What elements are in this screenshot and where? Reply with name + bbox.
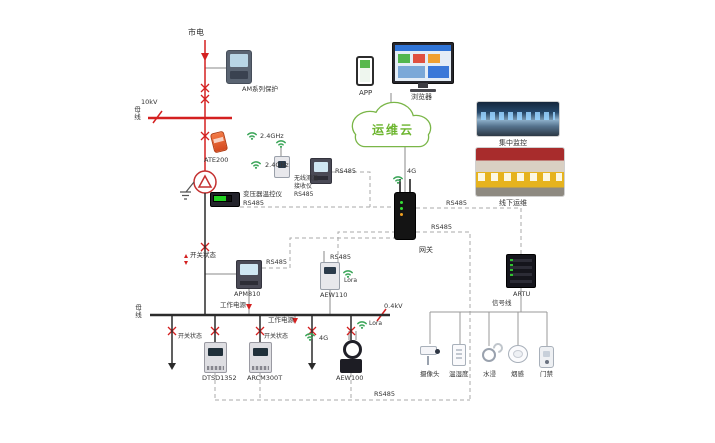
arcm300t-label: ARCM300T [247,374,283,382]
switch-state-label-b2: 开关状态 [264,333,289,340]
central-monitoring-photo [477,102,559,136]
power-meter-device [310,158,332,184]
signal-line-label: 信号线 [492,299,512,307]
power-tap-arrow-icons [184,254,298,324]
meter-rs485-label: RS485 [335,167,357,175]
smoke-detector-device [508,345,528,363]
gateway-4g-label: 4G [407,167,417,175]
cloud-label: 运维云 [371,123,414,137]
hv-voltage-label: 10kV [141,98,158,106]
app-label: APP [359,89,373,97]
feed-arrow-icon [201,53,209,61]
dtsd1352-label: DTSD1352 [202,374,237,382]
water-leak-sensor-device [482,348,496,362]
bottom-rs485-label: RS485 [374,390,396,398]
camera-label: 摄像头 [420,370,440,378]
aew110-rs485-label: RS485 [330,253,352,261]
wireless-temp-receiver-device [274,156,290,178]
artu-label: ARTU [513,290,531,298]
freq-label-2: 2.4GHz [265,161,289,169]
lv-voltage-label: 0.4kV [384,302,403,310]
gateway-rs485-lower-label: RS485 [431,223,453,231]
central-monitoring-label: 集中监控 [499,139,527,147]
protection-relay-device [226,50,252,84]
mains-label: 市电 [188,28,204,37]
receiver-rs485-label: RS485 [294,191,314,198]
ate200-label: ATE200 [204,156,229,164]
aew110-label: AEW110 [320,291,348,299]
apm810-label: APM810 [234,290,261,298]
bottom-lora-label: Lora [369,320,383,327]
bottom-4g-label: 4G [319,334,329,342]
lv-power-lines [150,193,390,365]
aew110-wireless-device [320,262,340,290]
offline-ops-label: 线下运维 [499,199,527,207]
browser-monitor-device [392,42,454,88]
wifi-icon [247,132,257,140]
work-power-label-2: 工作电源 [268,316,294,324]
temp-humidity-label: 温湿度 [449,370,469,378]
relay-label: AM系列保护 [242,85,279,93]
offline-ops-photo [476,148,564,196]
monitor-base [410,89,436,92]
switch-state-label-mid: 开关状态 [190,251,216,259]
wifi-icon [276,140,286,148]
receiver-label-2: 接收仪 [294,183,313,190]
work-power-label-1: 工作电源 [220,301,246,309]
aew100-label: AEW100 [336,374,364,382]
app-phone-device [356,56,374,86]
wifi-icon [393,176,403,184]
aew110-lora-label: Lora [344,277,358,284]
apm810-meter-device [236,260,262,289]
wifi-icon [251,161,261,169]
wifi-icon [305,333,315,341]
gateway-rs485-upper-label: RS485 [446,199,468,207]
apm-rs485-label: RS485 [266,258,288,266]
water-leak-label: 水浸 [483,370,496,378]
aew100-ct-meter-device [338,340,364,373]
camera-device [420,346,440,365]
temp-humidity-sensor-device [452,344,466,366]
cloud-icon [351,101,432,148]
ground-symbol [180,181,195,200]
wifi-icon [357,321,367,329]
switch-state-label-b1: 开关状态 [178,333,203,340]
temp-controller-label: 变压器温控仪 [243,190,282,198]
door-access-label: 门禁 [540,370,553,378]
load-arrow-icons [168,363,316,370]
dtsd1352-meter-device [204,342,227,373]
transformer-symbol [193,170,217,194]
gateway-device [394,192,416,240]
smoke-label: 烟感 [511,370,524,378]
hv-busbar-label: 母线 [132,106,141,121]
door-access-device [539,346,554,368]
temp-controller-rs485-label: RS485 [243,199,265,207]
signal-lines [429,288,548,346]
gateway-label: 网关 [419,246,433,254]
receiver-label-1: 无线测温 [294,175,319,182]
transformer-temp-controller-device [210,192,240,207]
freq-label-1: 2.4GHz [260,132,284,140]
browser-label: 浏览器 [411,93,432,101]
artu-terminal-device [506,254,536,288]
rs485-dashed-lines [214,171,522,401]
arcm300t-monitor-device [249,342,272,373]
lv-busbar-label: 母线 [133,304,142,319]
